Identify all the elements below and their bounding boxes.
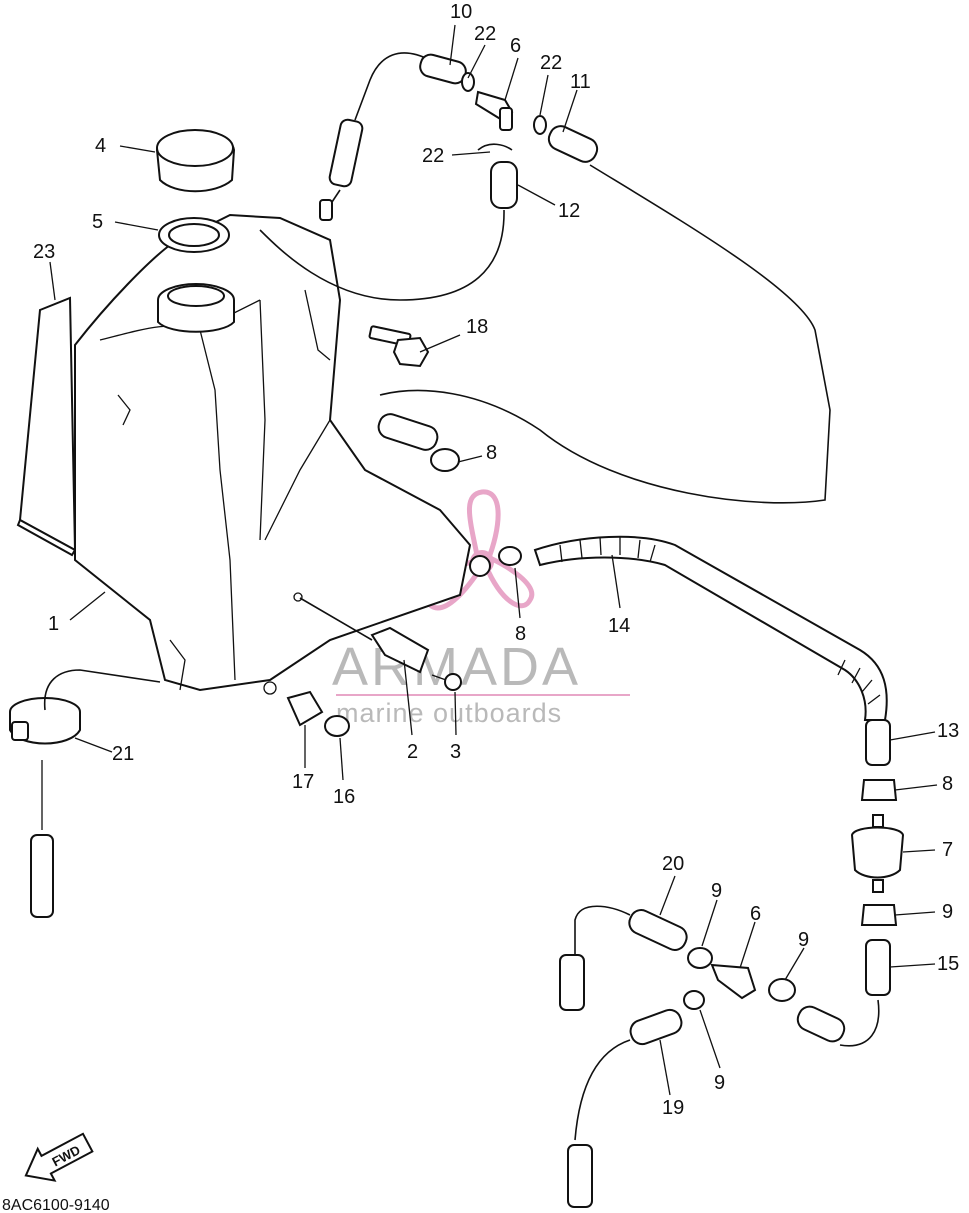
diagram-code: 8AC6100-9140 [2, 1197, 110, 1213]
hose-clamp-21 [9, 669, 161, 918]
callout-6-lower: 6 [750, 903, 761, 925]
callout-12: 12 [558, 200, 580, 222]
watermark-subtitle: marine outboards [336, 698, 562, 728]
callout-6-top: 6 [510, 35, 521, 57]
return-hose-part [377, 413, 460, 472]
callout-8-upper: 8 [486, 442, 497, 464]
callout-23: 23 [33, 241, 55, 263]
callout-labels: 4 5 23 1 10 22 6 22 11 22 12 18 8 8 14 2… [33, 1, 959, 1119]
callout-7: 7 [942, 839, 953, 861]
callout-22-right: 22 [540, 52, 562, 74]
callout-8-middle: 8 [515, 623, 526, 645]
mounting-grommet-and-nut [263, 681, 350, 737]
callout-10: 10 [450, 1, 472, 23]
callout-8-lower: 8 [942, 773, 953, 795]
callout-22-left: 22 [422, 145, 444, 167]
callout-5: 5 [92, 211, 103, 233]
callout-20: 20 [662, 853, 684, 875]
callout-15: 15 [937, 953, 959, 975]
callout-19: 19 [662, 1097, 684, 1119]
callout-21: 21 [112, 743, 134, 765]
bolt-part [368, 325, 430, 368]
callout-22-top: 22 [474, 23, 496, 45]
callout-4: 4 [95, 135, 106, 157]
callout-2: 2 [407, 741, 418, 763]
callout-9-bottom: 9 [714, 1072, 725, 1094]
callout-13: 13 [937, 720, 959, 742]
clip-and-screw [293, 592, 462, 691]
callout-3: 3 [450, 741, 461, 763]
callout-1: 1 [48, 613, 59, 635]
lower-tee-assembly [559, 905, 846, 1208]
callout-17: 17 [292, 771, 314, 793]
fuel-filter-stack [839, 719, 905, 1047]
cap-gasket-part [158, 217, 230, 253]
callout-18: 18 [466, 316, 488, 338]
leader-lines [49, 24, 938, 1096]
callout-14: 14 [608, 615, 630, 637]
vent-hose-assembly [259, 52, 831, 504]
tank-filler-neck [157, 283, 235, 333]
side-panel-part [16, 296, 77, 557]
filler-cap-part [155, 129, 236, 193]
callout-11: 11 [570, 71, 591, 93]
forward-direction-arrow-icon: FWD [24, 1132, 94, 1182]
callout-9-tee-left: 9 [711, 880, 722, 902]
callout-16: 16 [333, 786, 355, 808]
callout-9-tee-right: 9 [798, 929, 809, 951]
callout-9-right: 9 [942, 901, 953, 923]
fuel-tank-part [74, 213, 472, 692]
